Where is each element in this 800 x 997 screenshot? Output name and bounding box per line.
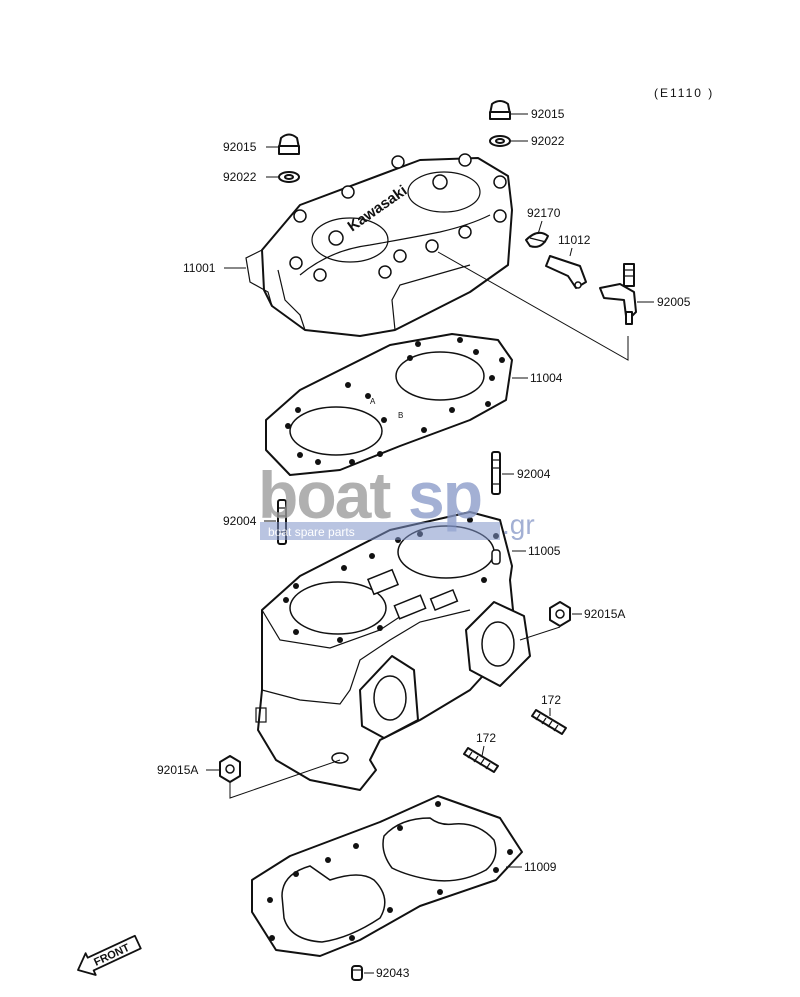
label-172-left[interactable]: 172 <box>476 731 496 745</box>
label-92015-left[interactable]: 92015 <box>223 140 257 154</box>
gasket-mark-a: A <box>370 397 376 406</box>
washer-92022-left[interactable] <box>278 171 300 183</box>
label-92005[interactable]: 92005 <box>657 295 691 309</box>
stud-172-left[interactable] <box>463 747 499 773</box>
label-11001[interactable]: 11001 <box>183 261 216 275</box>
base-gasket-holes <box>267 801 513 941</box>
label-92170[interactable]: 92170 <box>527 206 561 220</box>
watermark-brand-main: boat <box>258 458 391 532</box>
gasket-mark-b: B <box>398 411 403 420</box>
head-gasket-11004[interactable]: A B <box>265 333 513 476</box>
label-11009[interactable]: 11009 <box>524 860 557 874</box>
stud-172-right[interactable] <box>531 709 567 735</box>
label-11005[interactable]: 11005 <box>528 544 561 558</box>
nut-92015A-right[interactable] <box>549 601 571 627</box>
label-92004-left[interactable]: 92004 <box>223 514 257 528</box>
cap-nut-92015-right[interactable] <box>489 100 511 120</box>
label-11012[interactable]: 11012 <box>558 233 591 247</box>
label-172-right[interactable]: 172 <box>541 693 561 707</box>
label-92022-left[interactable]: 92022 <box>223 170 257 184</box>
label-92004-right[interactable]: 92004 <box>517 467 551 481</box>
label-92022-right[interactable]: 92022 <box>531 134 565 148</box>
diagram-code: (E1110 ) <box>654 86 714 100</box>
washer-92022-right[interactable] <box>489 135 511 147</box>
label-92015-right[interactable]: 92015 <box>531 107 565 121</box>
base-gasket-11009[interactable] <box>251 795 523 957</box>
watermark: boat sp .gr boat spare parts <box>258 458 535 540</box>
exhaust-port-left <box>359 655 419 739</box>
cylinder-11005[interactable] <box>255 511 531 791</box>
label-11004[interactable]: 11004 <box>530 371 563 385</box>
gasket-holes <box>285 337 505 465</box>
watermark-suffix: .gr <box>502 509 535 540</box>
nipple-92005[interactable] <box>599 263 637 325</box>
cap-nut-92015-left[interactable] <box>278 133 300 155</box>
elbow-fitting-11012[interactable] <box>545 255 587 289</box>
stud-92004-right[interactable] <box>491 451 501 495</box>
watermark-brand-accent: sp <box>408 458 481 532</box>
pin-92043[interactable] <box>351 965 363 981</box>
cylinder-head-11001[interactable]: Kawasaki <box>245 153 513 337</box>
clamp-92170[interactable] <box>525 231 549 248</box>
watermark-tagline: boat spare parts <box>268 525 355 539</box>
label-92015A-left[interactable]: 92015A <box>157 763 198 777</box>
nut-92015A-left[interactable] <box>219 755 241 783</box>
exhaust-port-right <box>465 601 531 687</box>
label-92015A-right[interactable]: 92015A <box>584 607 625 621</box>
label-92043[interactable]: 92043 <box>376 966 410 980</box>
head-bolt-holes <box>289 153 507 282</box>
front-arrow-icon: FRONT <box>77 934 142 976</box>
